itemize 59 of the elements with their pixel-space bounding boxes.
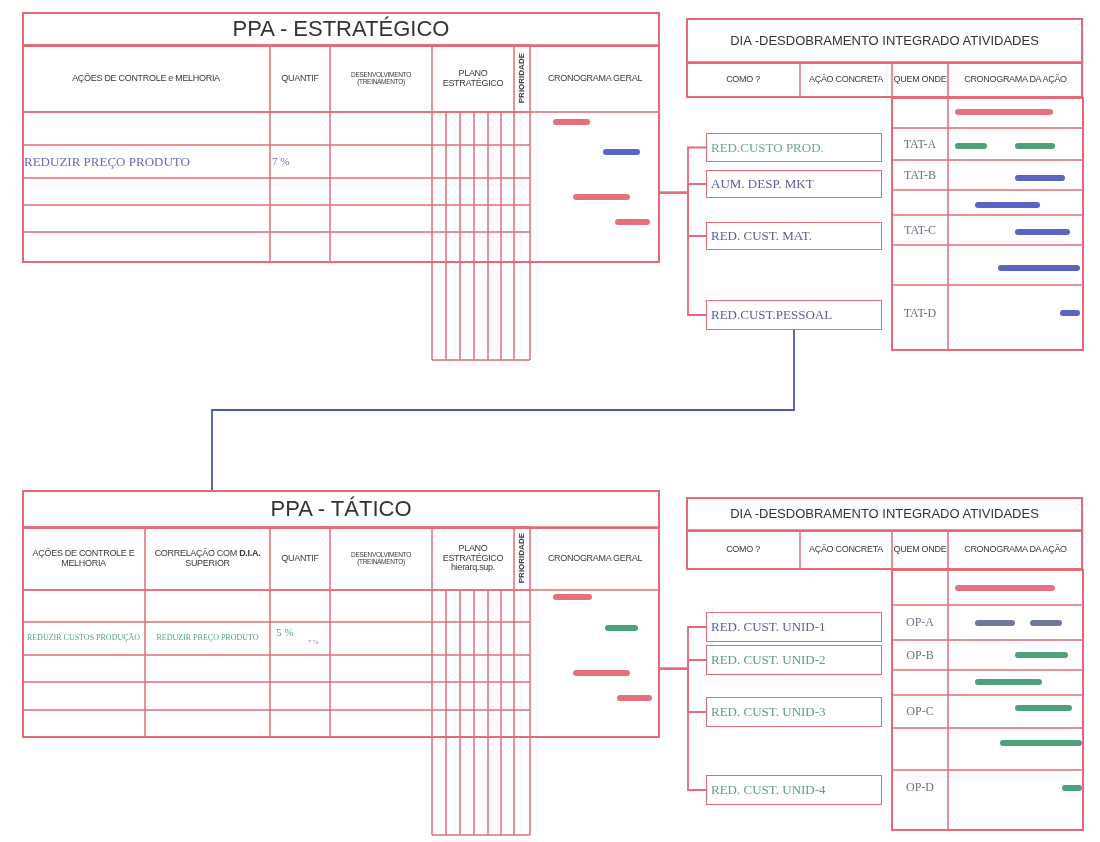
action-text: RED. CUST. MAT.	[711, 228, 812, 244]
action-box	[706, 300, 882, 330]
table-cell-text: TAT-B	[904, 168, 936, 182]
action-box	[706, 170, 882, 198]
connector-line	[659, 191, 707, 316]
table-cell-text: REDUZIR PREÇO PRODUTO	[156, 634, 259, 643]
action-box	[706, 775, 882, 805]
table-title: DIA -DESDOBRAMENTO INTEGRADO ATIVIDADES	[730, 33, 1039, 49]
action-text: RED.CUST.PESSOAL	[711, 307, 833, 323]
action-text: AUM. DESP. MKT	[711, 176, 814, 192]
table-cell-text: AÇÃO CONCRETA	[809, 75, 883, 85]
table-cell-text: OP-A	[906, 616, 934, 629]
table-frame	[686, 497, 1083, 570]
table-title: DIA -DESDOBRAMENTO INTEGRADO ATIVIDADES	[730, 507, 1039, 522]
table-cell-text: CRONOGRAMA DA AÇÃO	[964, 545, 1067, 555]
action-box	[706, 645, 882, 675]
table-title: PPA - TÁTICO	[270, 497, 412, 522]
table-cell-text: PLANO ESTRATÉGICO	[441, 69, 505, 88]
table-cell-text: PRIORIDADE	[517, 533, 527, 584]
action-box	[706, 697, 882, 727]
action-text: RED. CUST. UNID-4	[711, 782, 826, 798]
connector-line	[211, 329, 795, 491]
table-cell-text: CORRELAÇÃO COM D.I.A. SUPERIOR	[153, 549, 262, 568]
table-cell-text: OP-B	[906, 648, 934, 662]
action-text: RED.CUSTO PROD.	[711, 139, 824, 156]
action-box	[706, 133, 882, 162]
table-cell-text: PRIORIDADE	[517, 53, 527, 104]
table-cell-text: REDUZIR PREÇO PRODUTO	[24, 154, 190, 169]
table-frame	[22, 490, 660, 738]
action-text: RED. CUST. UNID-3	[711, 704, 826, 720]
table-cell-text: OP-C	[906, 705, 934, 718]
table-cell-text: COMO ?	[726, 75, 760, 85]
table-cell-text: QUEM ONDE	[893, 75, 947, 85]
table-cell-text: QUANTIF	[281, 73, 319, 84]
table-cell-text: AÇÃO CONCRETA	[809, 545, 883, 555]
table-cell-text: AÇÕES DE CONTROLE E MELHORIA	[31, 549, 136, 568]
action-box	[706, 222, 882, 250]
table-cell-text: AÇÕES DE CONTROLE e MELHORIA	[72, 73, 220, 84]
table-cell-text: TAT-C	[904, 223, 936, 237]
table-title: PPA - ESTRATÉGICO	[232, 17, 450, 42]
table-cell-text: CRONOGRAMA DA AÇÃO	[964, 75, 1067, 85]
action-text: RED. CUST. UNID-2	[711, 652, 826, 668]
table-cell-text: QUEM ONDE	[893, 545, 947, 555]
table-cell-text: 5 %	[276, 627, 294, 639]
connector-line	[659, 667, 707, 791]
table-cell-text: COMO ?	[726, 545, 760, 555]
action-text: RED. CUST. UNID-1	[711, 619, 826, 635]
table-cell-text: OP-D	[906, 781, 934, 794]
action-box	[706, 612, 882, 642]
table-cell-text: CRONOGRAMA GERAL	[547, 553, 643, 564]
table-frame	[22, 12, 660, 263]
table-cell-text: TAT-D	[903, 306, 937, 320]
table-frame	[686, 18, 1083, 98]
table-cell-text: CRONOGRAMA GERAL	[547, 73, 643, 84]
table-cell-text: 7 %	[272, 155, 290, 168]
table-cell-text: QUANTIF	[281, 553, 319, 564]
table-cell-text: REDUZIR CUSTOS PRODUÇÃO	[26, 634, 141, 643]
table-cell-text: PLANO ESTRATÉGICO hierarq.sup.	[441, 544, 505, 573]
table-cell-text: TAT-A	[903, 137, 937, 151]
